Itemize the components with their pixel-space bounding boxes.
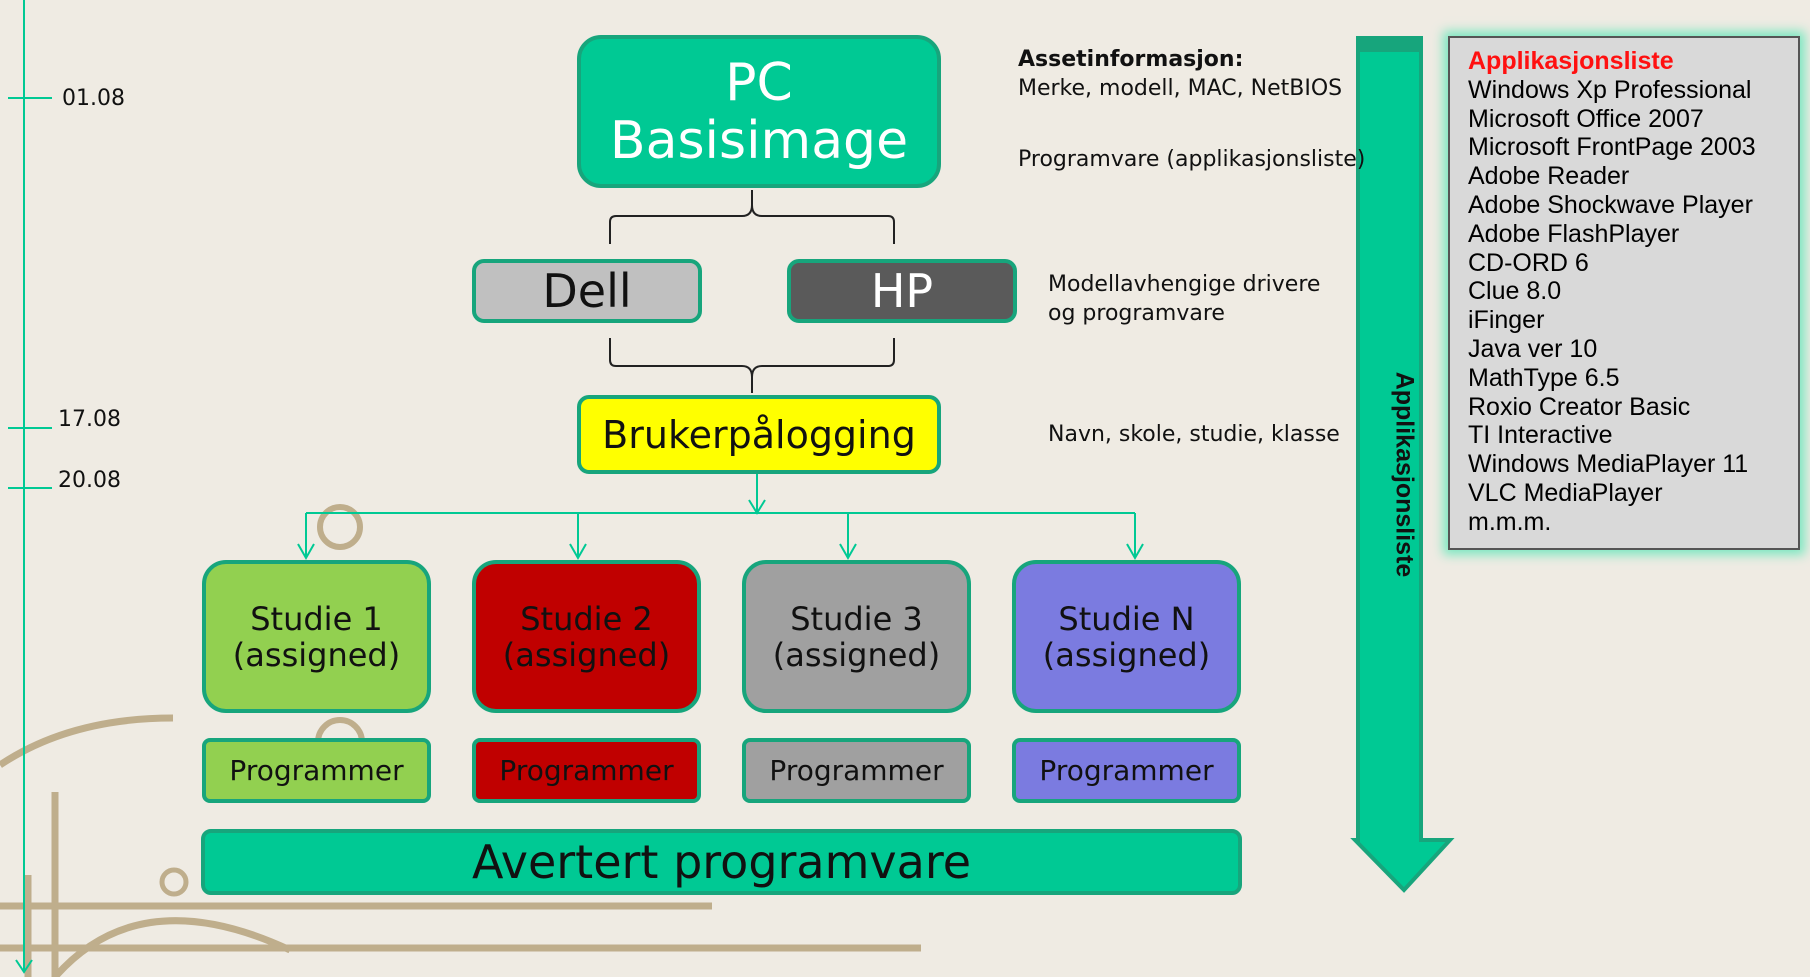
timeline-date-3: 20.08: [58, 468, 121, 493]
user-info-note: Navn, skole, studie, klasse: [1048, 422, 1340, 447]
software-note: Programvare (applikasjonsliste): [1018, 147, 1366, 172]
list-item: Adobe FlashPlayer: [1468, 219, 1680, 248]
list-item: MathType 6.5: [1468, 363, 1620, 392]
study-3-label: Studie 3 (assigned): [772, 599, 941, 674]
pc-base-image-label: PC Basisimage: [609, 52, 909, 171]
programs-1-label: Programmer: [229, 754, 404, 787]
list-item: Roxio Creator Basic: [1468, 392, 1691, 421]
study-2-box: Studie 2 (assigned): [472, 560, 701, 713]
list-item: Adobe Reader: [1468, 162, 1630, 191]
list-item: TI Interactive: [1468, 421, 1613, 450]
programs-n-label: Programmer: [1039, 754, 1214, 787]
list-item: Java ver 10: [1468, 334, 1598, 363]
application-list-title: Applikasjonsliste: [1468, 47, 1674, 75]
asset-info-detail: Merke, modell, MAC, NetBIOS: [1018, 76, 1343, 101]
dell-box: Dell: [472, 259, 702, 323]
timeline-date-2: 17.08: [58, 407, 121, 432]
programs-2-label: Programmer: [499, 754, 674, 787]
programs-3-label: Programmer: [769, 754, 944, 787]
list-item: Adobe Shockwave Player: [1468, 190, 1753, 219]
list-item: CD-ORD 6: [1468, 248, 1589, 277]
hp-label: HP: [870, 264, 934, 318]
list-item: m.m.m.: [1468, 507, 1552, 536]
advertised-software-label: Avertert programvare: [471, 835, 972, 889]
study-3-box: Studie 3 (assigned): [742, 560, 971, 713]
programs-1-box: Programmer: [202, 738, 431, 803]
application-list-panel: Applikasjonsliste Windows Xp Professiona…: [1448, 36, 1800, 550]
asset-info-title: Assetinformasjon:: [1018, 47, 1244, 72]
list-item: VLC MediaPlayer: [1468, 478, 1663, 507]
study-2-label: Studie 2 (assigned): [502, 599, 671, 674]
list-item: Microsoft Office 2007: [1468, 104, 1704, 133]
study-1-label: Studie 1 (assigned): [232, 599, 401, 674]
pc-base-image-box: PC Basisimage: [577, 35, 941, 188]
list-item: Clue 8.0: [1468, 277, 1562, 306]
study-1-box: Studie 1 (assigned): [202, 560, 431, 713]
study-n-box: Studie N (assigned): [1012, 560, 1241, 713]
dell-label: Dell: [542, 264, 632, 318]
programs-2-box: Programmer: [472, 738, 701, 803]
hp-box: HP: [787, 259, 1017, 323]
model-drivers-note: Modellavhengige drivere og programvare: [1048, 272, 1321, 326]
timeline-date-1: 01.08: [62, 86, 125, 111]
list-item: Windows MediaPlayer 11: [1468, 450, 1749, 479]
programs-3-box: Programmer: [742, 738, 971, 803]
application-list: Windows Xp Professional Microsoft Office…: [1468, 76, 1798, 537]
list-item: Windows Xp Professional: [1468, 75, 1752, 104]
advertised-software-box: Avertert programvare: [201, 829, 1242, 895]
user-login-box: Brukerpålogging: [577, 395, 941, 474]
programs-n-box: Programmer: [1012, 738, 1241, 803]
list-item: iFinger: [1468, 306, 1545, 335]
study-n-label: Studie N (assigned): [1042, 599, 1211, 674]
application-list-arrow-label: Applikasjonsliste: [1390, 371, 1419, 578]
list-item: Microsoft FrontPage 2003: [1468, 133, 1756, 162]
asset-info-note: Assetinformasjon: Merke, modell, MAC, Ne…: [1018, 45, 1342, 103]
user-login-label: Brukerpålogging: [602, 412, 916, 457]
